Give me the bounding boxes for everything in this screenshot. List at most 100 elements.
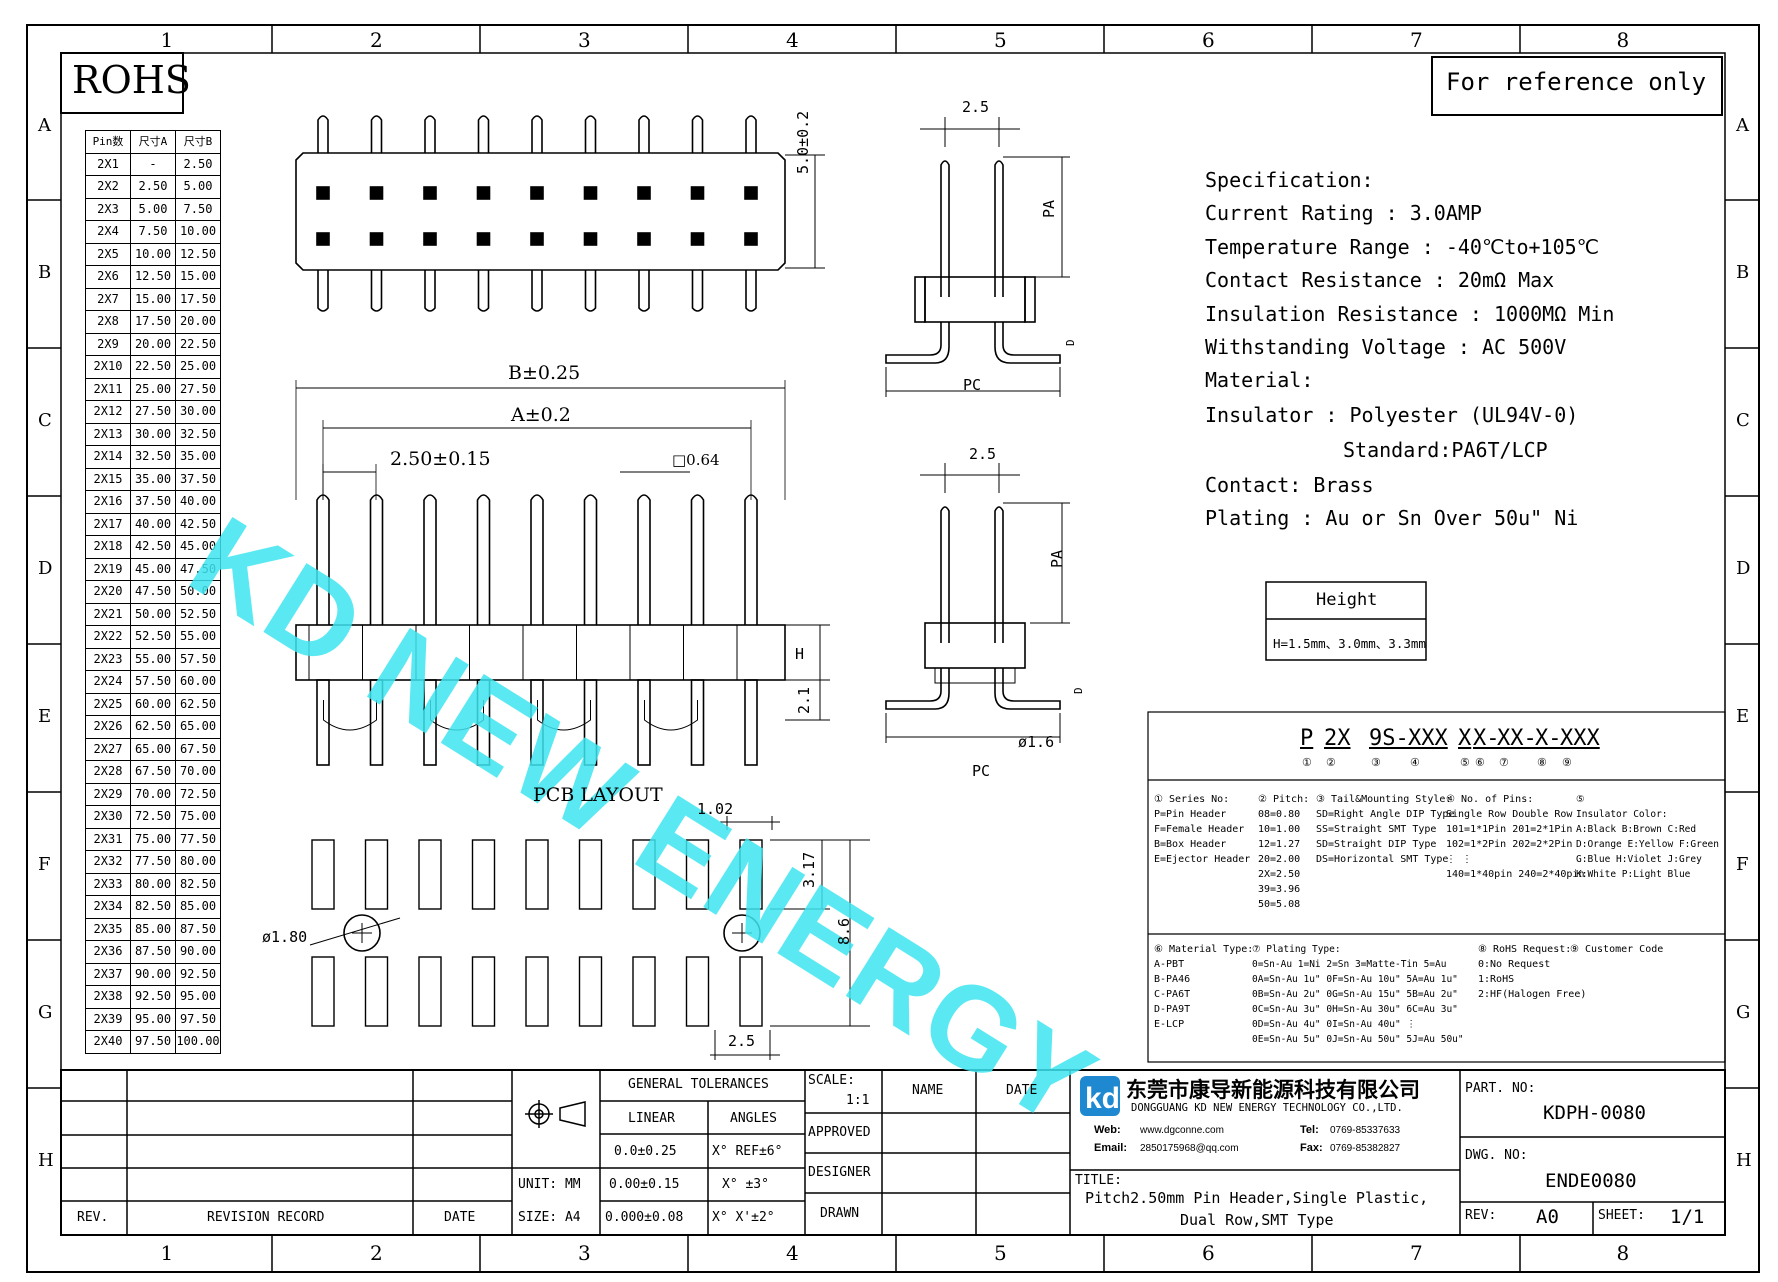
side-pin — [994, 506, 1004, 643]
height-value: H=1.5mm、3.0mm、3.3mm — [1273, 636, 1426, 651]
part-code-segment: P — [1300, 726, 1314, 751]
dim-pad-pitch: 2.5 — [728, 1032, 756, 1050]
table-cell: 92.50 — [175, 962, 221, 986]
legend-color: ⑤ — [1576, 794, 1585, 805]
table-cell: 27.50 — [130, 400, 176, 424]
dim-pin-square: □0.64 — [672, 451, 720, 469]
table-cell: 60.00 — [130, 692, 176, 716]
side-bottom-d: D — [1072, 687, 1085, 694]
col-label-bottom: 6 — [1202, 1241, 1215, 1265]
table-cell: 75.00 — [175, 805, 221, 829]
table-cell: 57.50 — [175, 647, 221, 671]
row-label-right: H — [1736, 1149, 1752, 1171]
tb-general-tolerances: GENERAL TOLERANCES — [628, 1077, 769, 1092]
pin-square — [423, 186, 437, 200]
table-cell: 5.00 — [130, 197, 176, 221]
tb-name: NAME — [912, 1083, 944, 1098]
pin-bottom — [317, 270, 329, 312]
tb-drawn: DRAWN — [820, 1206, 860, 1221]
pcb-pad-bottom — [471, 956, 496, 1027]
pin-bottom — [531, 270, 543, 312]
table-cell: 2X12 — [85, 400, 131, 424]
pin-square — [530, 186, 544, 200]
table-cell: 77.50 — [175, 827, 221, 851]
pin-top — [370, 115, 383, 153]
pin-square — [744, 186, 758, 200]
pin-square — [423, 232, 437, 246]
table-cell: 17.50 — [130, 310, 176, 334]
table-cell: 12.50 — [175, 242, 221, 266]
part-code-segment: 2X — [1324, 726, 1351, 751]
pin-square — [316, 186, 330, 200]
pin-lower — [369, 679, 384, 766]
pin-bottom — [584, 270, 597, 312]
part-code-segment: XX- — [1497, 726, 1537, 751]
table-cell: 40.00 — [175, 490, 221, 514]
tb-dwg-no-label: DWG. NO: — [1465, 1148, 1528, 1163]
spec-line: Temperature Range : -40℃to+105℃ — [1205, 235, 1600, 259]
spec-line: Insulator : Polyester (UL94V-0) — [1205, 403, 1579, 427]
legend-color: D:Orange E:Yellow F:Green — [1576, 839, 1719, 850]
pcb-pad-top — [364, 839, 389, 910]
pcb-pad-bottom — [418, 956, 442, 1027]
pcb-pad-bottom — [525, 956, 549, 1027]
legend-material: C-PA6T — [1154, 989, 1191, 1000]
pin-bottom — [745, 270, 757, 312]
table-cell: 20.00 — [130, 332, 176, 356]
table-cell: 87.50 — [130, 940, 176, 964]
table-cell: 2X35 — [85, 917, 131, 941]
legend-tail: SD=Straight DIP Type — [1316, 839, 1437, 850]
side-top-pc: PC — [963, 376, 982, 394]
table-cell: 2X36 — [85, 940, 131, 964]
tb-rev-value: A0 — [1536, 1206, 1559, 1228]
spec-line: Withstanding Voltage : AC 500V — [1205, 335, 1567, 359]
table-cell: 67.50 — [175, 737, 221, 761]
part-code-segment: X- — [1535, 726, 1562, 751]
table-cell: 30.00 — [175, 400, 221, 424]
table-cell: 27.50 — [175, 377, 221, 401]
table-cell: 87.50 — [175, 917, 221, 941]
table-cell: 22.50 — [130, 355, 176, 379]
table-cell: 2X38 — [85, 985, 131, 1009]
tb-linear-2: 0.00±0.15 — [609, 1177, 680, 1192]
tb-revision-record: REVISION RECORD — [207, 1210, 325, 1225]
table-cell: 37.50 — [130, 490, 176, 514]
pin-square — [690, 232, 705, 246]
table-cell: 2X30 — [85, 805, 131, 829]
side-lead-right — [994, 668, 1061, 710]
col-label-top: 8 — [1616, 28, 1630, 52]
table-cell: - — [130, 152, 176, 176]
pcb-pad-top — [632, 839, 656, 910]
pcb-pad-top — [578, 839, 603, 910]
tb-company-cn: 东莞市康导新能源科技有限公司 — [1126, 1078, 1420, 1102]
pin-square — [476, 232, 491, 246]
tb-title-label: TITLE: — [1075, 1173, 1122, 1188]
table-cell: 7.50 — [130, 220, 176, 244]
table-cell: 10.00 — [175, 220, 221, 244]
dim-pad-span: 8.6 — [835, 917, 853, 945]
table-cell: 2.50 — [175, 152, 221, 176]
side-top-pitch: 2.5 — [962, 98, 990, 116]
pin-bend — [537, 700, 591, 731]
table-cell: 7.50 — [175, 197, 221, 221]
legend-pins: 101=1*1Pin 201=2*1Pin — [1446, 824, 1573, 835]
pin-square — [530, 232, 544, 246]
dim-b: B±0.25 — [508, 362, 581, 384]
rohs-label: ROHS — [72, 58, 191, 102]
side-bottom-pc: PC — [972, 762, 991, 780]
table-cell: 2X18 — [85, 535, 131, 559]
legend-rohs: 2:HF(Halogen Free) — [1478, 989, 1587, 1000]
table-cell: 65.00 — [175, 715, 221, 739]
pin-upper — [423, 494, 437, 625]
pin-bottom — [370, 270, 383, 312]
legend-rohs: ⑧ RoHS Request: — [1478, 944, 1572, 955]
